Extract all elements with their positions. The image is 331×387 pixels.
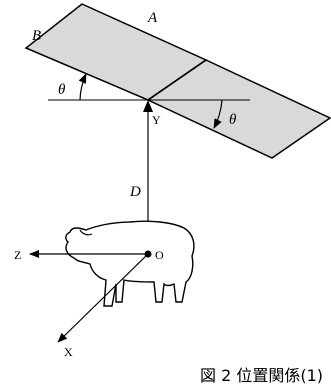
theta-right-arc [213, 99, 223, 129]
theta-right-label: θ [229, 112, 237, 128]
edge-b-label: B [32, 28, 41, 44]
figure-caption: 図 2 位置関係(1) [200, 366, 323, 385]
axis-x-label: X [64, 345, 73, 359]
distance-arrowhead [143, 100, 153, 112]
pig-outline [65, 220, 195, 307]
edge-a-label: A [147, 10, 158, 26]
panel-center-divider [147, 59, 207, 101]
pig-ear [79, 229, 93, 236]
distance-d-label: D [129, 184, 141, 200]
point-y-label: Y [152, 113, 161, 127]
theta-left-arc [78, 73, 87, 101]
axis-z-label: Z [14, 248, 21, 262]
origin-o-label: O [155, 248, 164, 262]
x-axis-arrow [57, 253, 149, 343]
theta-left-label: θ [58, 82, 66, 98]
